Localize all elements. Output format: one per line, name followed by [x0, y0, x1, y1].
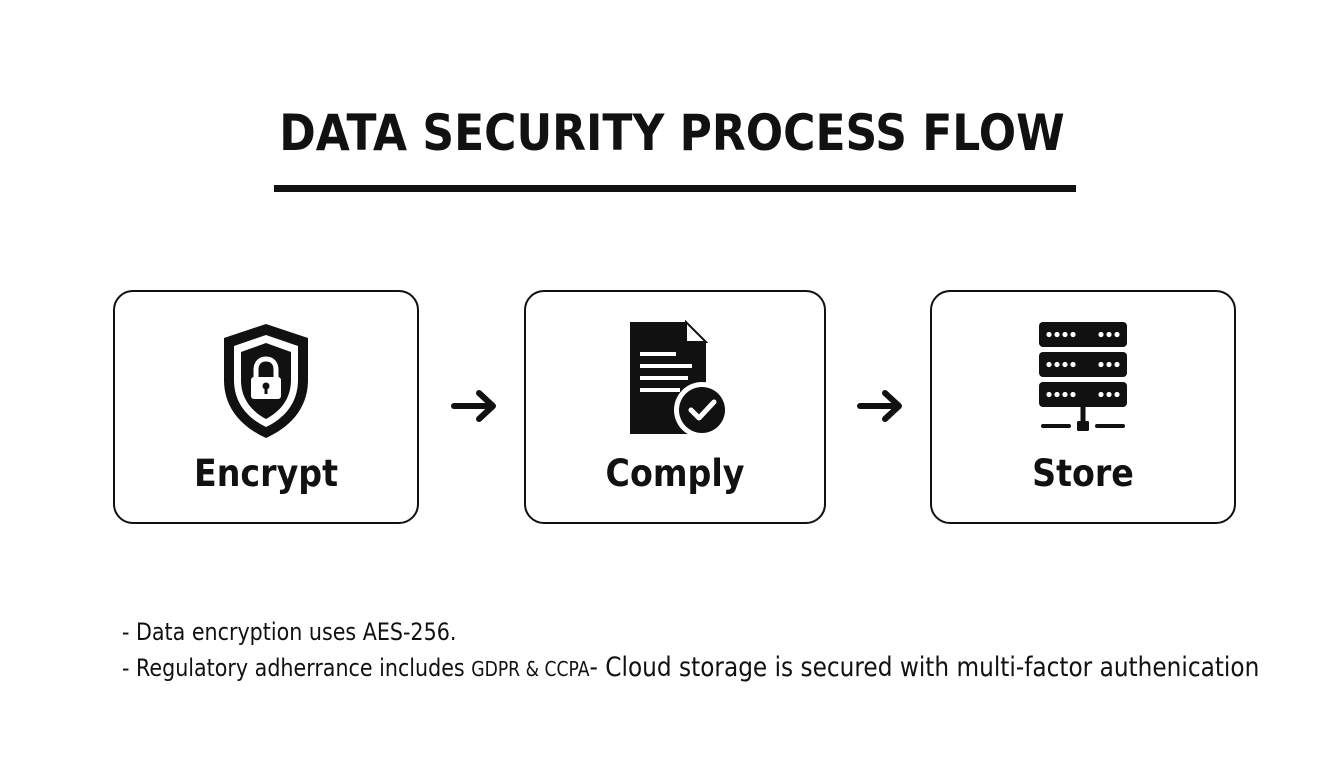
shield-lock-icon	[115, 318, 417, 442]
server-icon	[932, 318, 1234, 442]
note-regulations: GDPR & CCPA	[471, 657, 590, 681]
note-cloud-storage: - Cloud storage is secured with multi-fa…	[589, 652, 1260, 683]
notes: - Data encryption uses AES-256. - Regula…	[122, 614, 1322, 687]
arrow-right-icon	[451, 388, 501, 424]
step-store: Store	[930, 290, 1236, 524]
step-label-comply: Comply	[605, 452, 745, 495]
note-regulatory-storage: - Regulatory adherrance includes GDPR & …	[122, 650, 1259, 687]
arrow-right-icon	[857, 388, 907, 424]
document-check-icon	[526, 318, 824, 442]
title-underline	[274, 185, 1076, 192]
page-title: DATA SECURITY PROCESS FLOW	[279, 104, 1065, 162]
step-comply: Comply	[524, 290, 826, 524]
step-encrypt: Encrypt	[113, 290, 419, 524]
step-label-encrypt: Encrypt	[193, 452, 339, 495]
note-regulatory-text: - Regulatory adherrance includes	[122, 654, 472, 682]
note-encryption: - Data encryption uses AES-256.	[122, 618, 457, 646]
step-label-store: Store	[1032, 452, 1134, 495]
